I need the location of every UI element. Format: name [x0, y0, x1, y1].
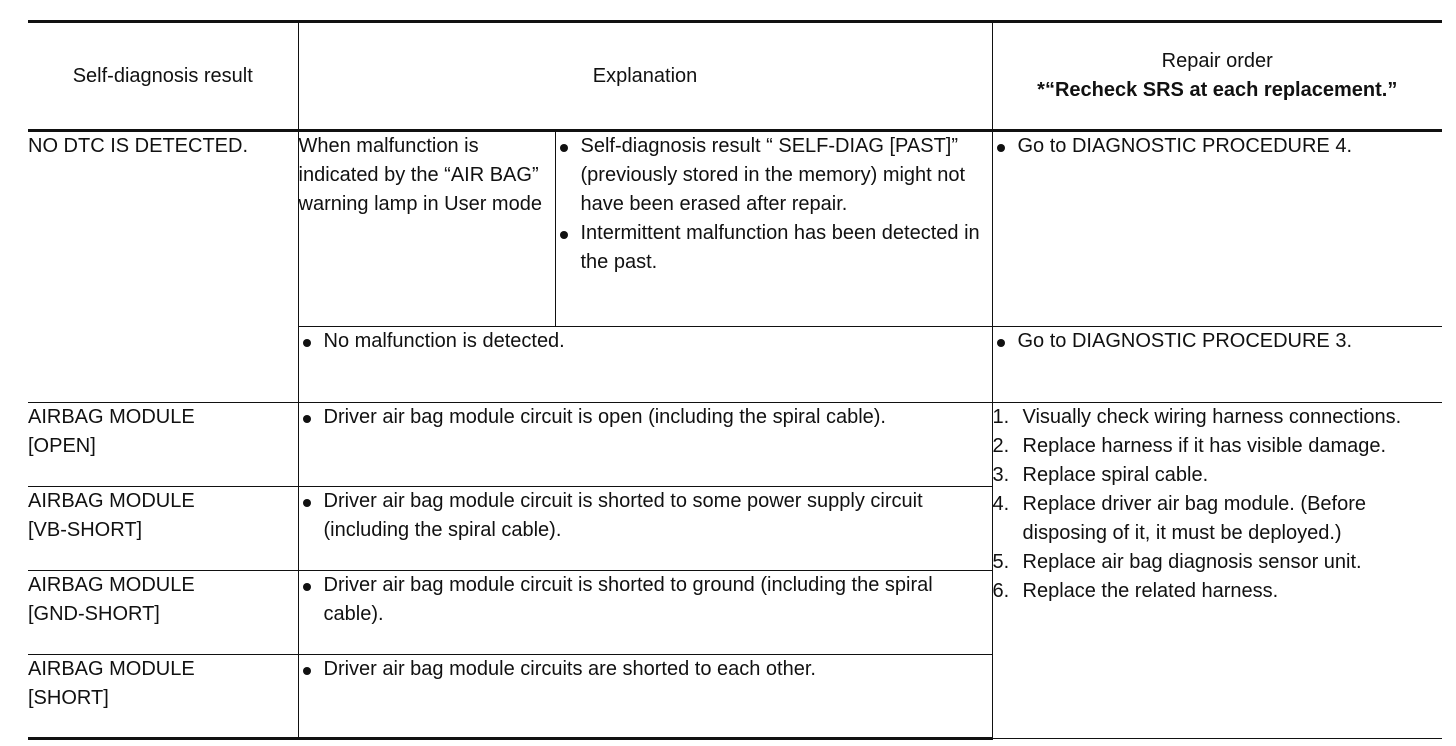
- list-item: Driver air bag module circuits are short…: [299, 655, 992, 684]
- result-line: [VB-SHORT]: [28, 519, 143, 541]
- explanation-module-open: Driver air bag module circuit is open (i…: [297, 402, 993, 487]
- list-item: Self-diagnosis result “ SELF-DIAG [PAST]…: [556, 132, 992, 219]
- condition-user-mode: When malfunction is indicated by the “AI…: [297, 130, 556, 327]
- explanation-no-dtc-past: Self-diagnosis result “ SELF-DIAG [PAST]…: [554, 130, 993, 327]
- repair-module-steps: 1.Visually check wiring harness con­nect…: [991, 402, 1442, 739]
- header-explanation: Explanation: [297, 20, 993, 132]
- result-line: AIRBAG MODULE: [28, 490, 195, 512]
- table-row-module-open: AIRBAG MODULE [OPEN] Driver air bag modu…: [28, 402, 1442, 739]
- explanation-module-short: Driver air bag module circuits are short…: [297, 654, 992, 740]
- table-header-row: Self-diagnosis result Explanation Repair…: [28, 20, 1442, 132]
- header-repair-order: Repair order *“Recheck SRS at each repla…: [991, 20, 1442, 132]
- list-item: 2.Replace harness if it has visible dama…: [992, 435, 1387, 457]
- table-row-no-dtc: NO DTC IS DETECTED. When malfunction is …: [28, 130, 1443, 403]
- result-no-dtc: NO DTC IS DETECTED.: [28, 130, 299, 403]
- list-item: Driver air bag module circuit is shorted…: [299, 571, 992, 629]
- result-module-short: AIRBAG MODULE [SHORT]: [28, 654, 299, 740]
- list-item: No malfunction is detected.: [299, 327, 992, 356]
- list-item: Driver air bag module circuit is shorted…: [299, 487, 992, 545]
- header-repair-order-note: *“Recheck SRS at each replace­ment.”: [1037, 79, 1398, 101]
- list-item: 3.Replace spiral cable.: [992, 464, 1209, 486]
- header-self-diagnosis-result: Self-diagnosis result: [28, 20, 299, 132]
- table-row-module-vb-short: AIRBAG MODULE [VB-SHORT] Driver air bag …: [28, 486, 1442, 571]
- list-item: Driver air bag module circuit is open (i…: [299, 403, 992, 432]
- list-item: 6.Replace the related harness.: [992, 580, 1279, 602]
- list-item: 1.Visually check wiring harness con­nect…: [992, 406, 1402, 428]
- result-module-gnd-short: AIRBAG MODULE [GND-SHORT]: [28, 570, 299, 655]
- repair-no-dtc-procedure-4: Go to DIAGNOSTIC PROCEDURE 4.: [991, 130, 1443, 327]
- self-diagnosis-table: Self-diagnosis result Explanation Repair…: [28, 20, 1442, 740]
- result-line: AIRBAG MODULE: [28, 658, 195, 680]
- header-repair-order-title: Repair order: [1161, 50, 1273, 72]
- explanation-module-gnd-short: Driver air bag module circuit is shorted…: [297, 570, 992, 655]
- result-line: AIRBAG MODULE: [28, 406, 195, 428]
- result-line: [GND-SHORT]: [28, 603, 160, 625]
- result-line: [SHORT]: [28, 687, 109, 709]
- list-item: Intermittent malfunction has been detect…: [556, 219, 992, 277]
- list-item: Go to DIAGNOSTIC PROCEDURE 4.: [993, 132, 1443, 161]
- result-module-vb-short: AIRBAG MODULE [VB-SHORT]: [28, 486, 299, 571]
- list-item: Go to DIAGNOSTIC PROCEDURE 3.: [993, 327, 1443, 356]
- result-module-open: AIRBAG MODULE [OPEN]: [28, 402, 299, 487]
- repair-no-dtc-procedure-3: Go to DIAGNOSTIC PROCEDURE 3.: [991, 326, 1443, 403]
- result-line: [OPEN]: [28, 435, 96, 457]
- list-item: 5.Replace air bag diagnosis sensor unit.: [992, 551, 1362, 573]
- list-item: 4.Replace driver air bag module. (Before…: [992, 493, 1367, 544]
- explanation-no-malfunction: No malfunction is detected.: [298, 326, 993, 403]
- table-row-no-dtc-no-malfunction: No malfunction is detected. Go to DIAGNO…: [28, 326, 1443, 403]
- table-row-module-gnd-short: AIRBAG MODULE [GND-SHORT] Driver air bag…: [28, 570, 1442, 655]
- table-row-module-short: AIRBAG MODULE [SHORT] Driver air bag mod…: [28, 654, 1442, 740]
- result-line: AIRBAG MODULE: [28, 574, 195, 596]
- explanation-module-vb-short: Driver air bag module circuit is shorted…: [297, 486, 992, 571]
